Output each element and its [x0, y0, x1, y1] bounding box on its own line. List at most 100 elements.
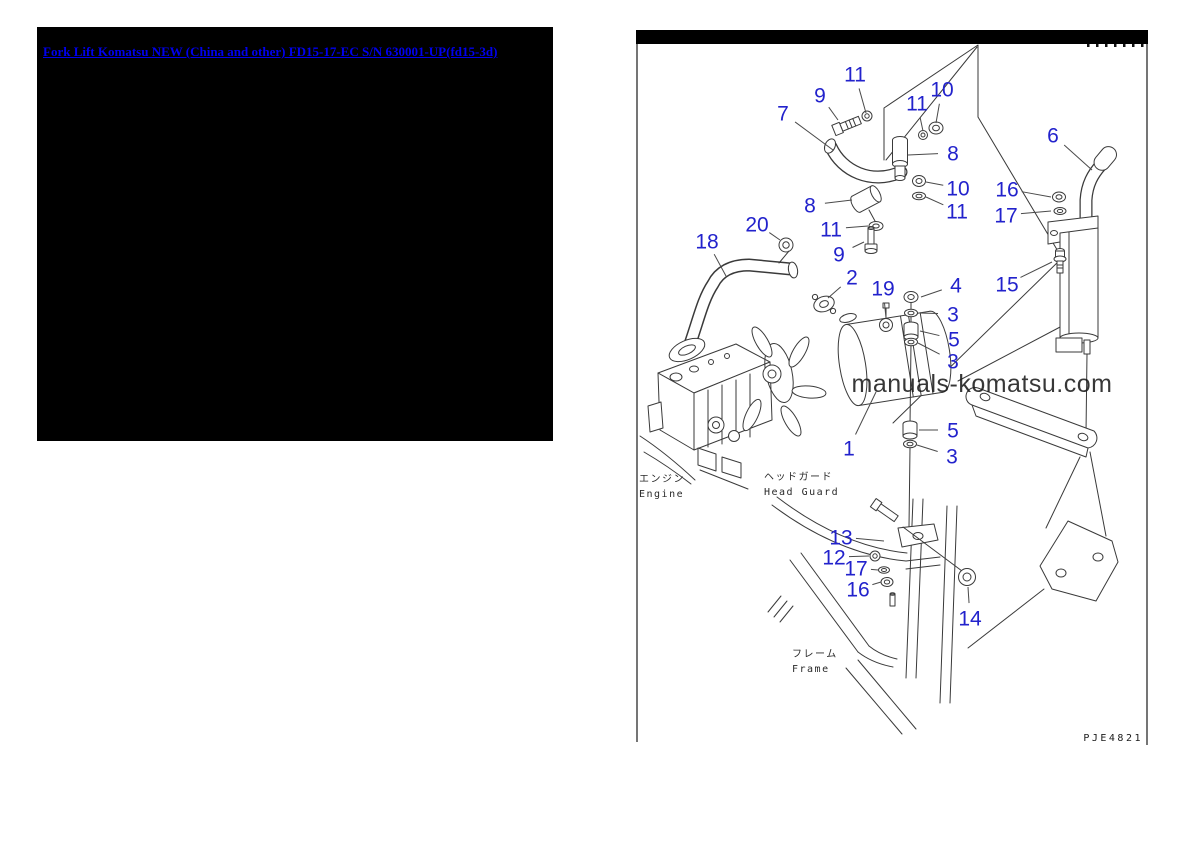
- leader-line: [855, 537, 885, 542]
- washer-17-top-drawing: [1053, 207, 1067, 215]
- callout-number: 20: [745, 214, 768, 237]
- leader-line: [769, 232, 781, 241]
- leader-line: [883, 302, 887, 319]
- callout-number: 1: [843, 438, 855, 461]
- leader-line: [919, 117, 924, 132]
- leader-line: [935, 103, 940, 124]
- callout-number: 13: [829, 527, 852, 550]
- part-label: フレーム Frame: [792, 648, 838, 675]
- callout-number: 11: [844, 64, 866, 87]
- breadcrumb-model-link[interactable]: Fork Lift Komatsu NEW (China and other) …: [43, 44, 498, 59]
- callout-number: 17: [844, 558, 867, 581]
- callout-number: 2: [846, 267, 858, 290]
- leader-line: [872, 581, 882, 586]
- leader-lines: [713, 88, 1093, 604]
- nut-10-drawing: [912, 121, 944, 187]
- svg-text:ヘッドガード: ヘッドガード: [764, 471, 833, 483]
- elbow-pipe-drawing: [823, 138, 908, 184]
- leader-line: [852, 241, 865, 248]
- leader-line: [828, 106, 839, 121]
- callout-number: 16: [846, 579, 869, 602]
- diagram-border: [636, 44, 1148, 745]
- leader-line: [855, 391, 877, 435]
- leader-line: [920, 289, 942, 298]
- callout-number: 18: [695, 231, 718, 254]
- nut-14-drawing: [958, 568, 976, 586]
- washer-11-drawing: [861, 110, 928, 231]
- leader-line: [916, 444, 938, 452]
- callout-number: 19: [871, 278, 894, 301]
- callout-number: 14: [958, 608, 982, 631]
- leader-line: [713, 253, 727, 277]
- leader-line: [907, 153, 939, 156]
- tail-pipe-drawing: [1047, 146, 1117, 434]
- svg-text:Frame: Frame: [792, 664, 830, 675]
- head-guard-drawing: [771, 496, 958, 704]
- callout-number: 3: [946, 446, 958, 469]
- callout-number: 10: [930, 79, 953, 102]
- part-label: ヘッドガード Head Guard: [764, 471, 839, 498]
- svg-text:エンジン: エンジン: [639, 474, 685, 485]
- leader-line: [1020, 261, 1053, 278]
- engine-drawing: [639, 326, 827, 490]
- callout-number: 9: [814, 85, 826, 108]
- leader-line: [967, 586, 970, 604]
- callout-number: 16: [995, 179, 1018, 202]
- callout-number: 3: [947, 351, 959, 374]
- callout-number: 8: [947, 143, 959, 166]
- frame-bracket-drawing: [967, 520, 1119, 649]
- callout-number: 11: [946, 201, 968, 224]
- callout-number: 11: [906, 93, 928, 116]
- callout-number: 12: [822, 547, 845, 570]
- watermark-text: manuals-komatsu.com: [852, 370, 1113, 398]
- svg-text:Engine: Engine: [639, 489, 684, 500]
- inlet-pipe-drawing: [668, 258, 799, 363]
- callout-number: 3: [947, 304, 959, 327]
- callout-number: 15: [995, 274, 1018, 297]
- callout-number: 6: [1047, 125, 1059, 148]
- leader-line: [845, 225, 869, 229]
- connector-8-upper-drawing: [892, 136, 908, 181]
- part-label: エンジン Engine: [639, 474, 685, 500]
- callout-number: 10: [946, 178, 969, 201]
- svg-text:フレーム: フレーム: [792, 648, 838, 660]
- muffler-drawing: [837, 310, 952, 407]
- leader-line: [858, 88, 867, 114]
- gasket-2-drawing: [811, 293, 837, 315]
- leader-line: [917, 342, 940, 355]
- diagram-top-bar: [636, 30, 1148, 44]
- leader-line: [1021, 191, 1052, 198]
- frame-drawing: [767, 552, 917, 735]
- callout-number: 8: [804, 195, 816, 218]
- connector-8-lower-drawing: [850, 185, 882, 222]
- mount-bracket-13-drawing: [869, 498, 963, 607]
- leader-line: [1020, 210, 1052, 215]
- leader-line: [919, 330, 940, 337]
- callout-number: 4: [950, 275, 962, 298]
- leader-line: [1063, 144, 1093, 171]
- leader-line: [925, 181, 944, 186]
- callout-number: 17: [994, 205, 1017, 228]
- leader-line: [794, 121, 834, 151]
- callout-number: 7: [777, 103, 789, 126]
- leader-line: [848, 555, 870, 558]
- leader-line: [827, 286, 842, 299]
- callout-number: 5: [947, 420, 959, 443]
- bracket-plate-drawing: [965, 387, 1107, 537]
- clamp-20-drawing: [778, 237, 794, 264]
- nut-16-top-drawing: [1052, 191, 1066, 203]
- leader-line: [925, 196, 944, 206]
- redacted-panel: [37, 27, 553, 441]
- topbar-text-remnant: [1087, 44, 1144, 47]
- leader-line: [870, 568, 879, 571]
- callout-number: 11: [820, 219, 842, 242]
- drawing-code: PJE4821: [1083, 733, 1143, 744]
- svg-text:Head Guard: Head Guard: [764, 487, 839, 498]
- part-labels: エンジン Engine ヘッドガード Head Guard フレーム Frame: [639, 471, 839, 675]
- leader-line: [918, 312, 939, 315]
- mount-stud-column-drawing: [902, 291, 919, 528]
- callout-number: 5: [948, 329, 960, 352]
- bolt-9-top-drawing: [831, 115, 862, 137]
